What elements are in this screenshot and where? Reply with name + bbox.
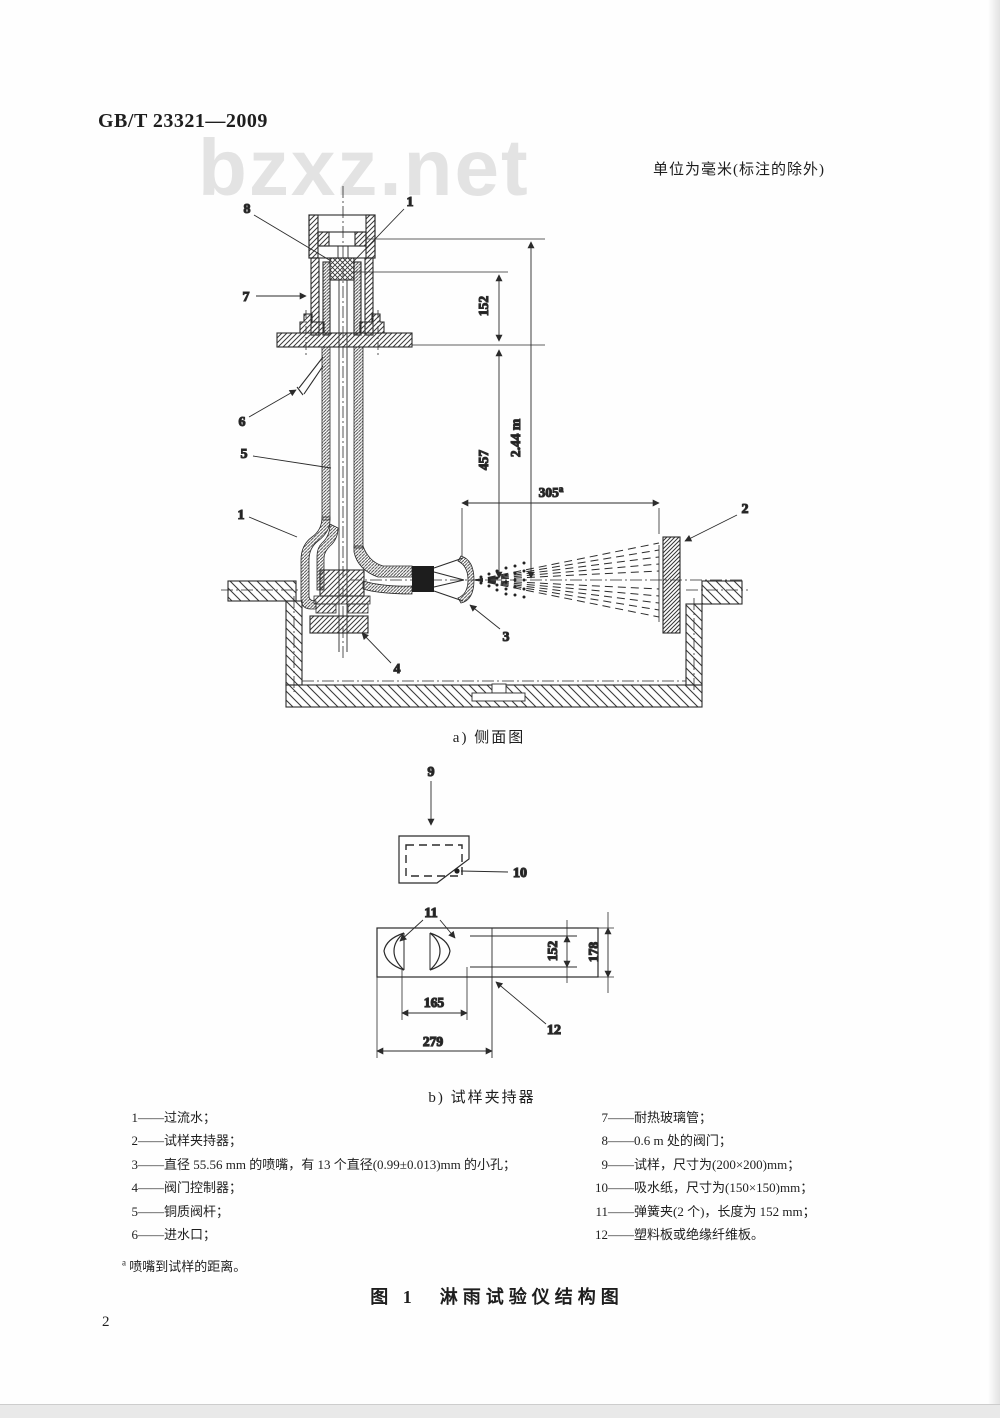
holder-plate — [376, 927, 614, 1058]
callout-9: 9 — [428, 765, 435, 780]
legend-item: 11——弹簧夹(2 个)，长度为 152 mm； — [595, 1203, 816, 1219]
valve-body — [412, 566, 434, 592]
callout-1-low: 1 — [238, 508, 245, 523]
legend-item: 1——过流水； — [131, 1110, 217, 1125]
specimen-holder-side — [658, 536, 681, 634]
legend-item: 2——试样夹持器； — [131, 1133, 243, 1149]
callout-10: 10 — [513, 866, 527, 881]
absorbent-paper-outline — [405, 844, 463, 877]
dim-152-label: 152 — [476, 296, 491, 317]
dim-279-label: 279 — [423, 1034, 444, 1049]
side-view-diagram: 2.44 m 152 457 305a 8 1 7 6 5 1 4 — [221, 186, 749, 708]
callout-1-top: 1 — [407, 195, 414, 210]
scan-edge-bottom — [0, 1404, 1000, 1418]
callout-3: 3 — [503, 630, 510, 645]
dim-457-label: 457 — [476, 450, 491, 471]
callout-5: 5 — [241, 447, 248, 462]
drain-notch — [491, 683, 507, 694]
footnote-marker: a — [122, 1257, 126, 1268]
spray-nozzle — [433, 555, 475, 604]
spray-mist-dots — [479, 561, 526, 599]
dim-244m-label: 2.44 m — [508, 418, 523, 457]
figure-title: 图 1 淋雨试验仪结构图 — [370, 1287, 624, 1307]
caption-holder-view: b) 试样夹持器 — [428, 1090, 536, 1106]
footnote: a 喷嘴到试样的距离。 — [122, 1257, 247, 1274]
legend-item: 12——塑料板或绝缘纤维板。 — [595, 1227, 765, 1243]
unit-note: 单位为毫米(标注的除外) — [653, 162, 825, 178]
holder-diagram: 9 10 165 — [376, 764, 614, 1058]
legend-item: 5——铜质阀杆； — [131, 1203, 230, 1219]
collection-basin — [221, 580, 748, 708]
legend-left-column: 1——过流水； 2——试样夹持器； 3——直径 55.56 mm 的喷嘴，有 1… — [126, 1106, 517, 1246]
standard-number: GB/T 23321—2009 — [98, 110, 268, 132]
legend-right-column: 7——耐热玻璃管； 8——0.6 m 处的阀门； 9——试样，尺寸为(200×2… — [588, 1106, 816, 1246]
water-inlet-pipe — [296, 356, 324, 396]
nozzle-supply-pipe — [353, 545, 413, 595]
legend-item: 8——0.6 m 处的阀门； — [601, 1133, 732, 1149]
side-view-dimensions — [354, 238, 660, 579]
dim-305-label: 305a — [539, 484, 564, 500]
spring-clip-left — [383, 932, 405, 971]
legend-item: 3——直径 55.56 mm 的喷嘴，有 13 个直径(0.99±0.013)m… — [131, 1156, 517, 1172]
callout-7: 7 — [243, 290, 250, 305]
callout-12: 12 — [547, 1023, 561, 1038]
side-view-leaders — [248, 208, 738, 664]
callout-11: 11 — [424, 906, 437, 921]
dim-152b-label: 152 — [545, 941, 560, 962]
legend-item: 7——耐热玻璃管； — [601, 1110, 713, 1125]
dim-165-label: 165 — [424, 995, 445, 1010]
caption-side-view: a) 侧面图 — [452, 730, 526, 746]
callout-8: 8 — [244, 202, 251, 217]
page-number: 2 — [102, 1314, 110, 1330]
holder-dimensions — [376, 912, 612, 1055]
legend-item: 6——进水口； — [131, 1227, 217, 1243]
scan-edge-right — [988, 0, 1000, 1418]
callout-2: 2 — [742, 502, 749, 517]
legend-item: 10——吸水纸，尺寸为(150×150)mm； — [595, 1180, 814, 1196]
holder-leaders — [399, 919, 547, 1025]
dim-178-label: 178 — [586, 942, 601, 963]
specimen-with-paper — [398, 781, 509, 884]
mounting-flange — [276, 310, 545, 357]
paper-corner-dot — [454, 868, 460, 874]
watermark: bzxz.net — [198, 123, 530, 212]
top-cap — [308, 214, 376, 259]
legend-item: 9——试样，尺寸为(200×200)mm； — [601, 1156, 801, 1172]
valve-packing — [329, 257, 355, 281]
callout-6: 6 — [239, 415, 246, 430]
callout-4: 4 — [394, 662, 401, 677]
legend-item: 4——阀门控制器； — [131, 1180, 243, 1196]
spring-clip-right — [429, 932, 451, 971]
valve-controller — [309, 569, 371, 634]
